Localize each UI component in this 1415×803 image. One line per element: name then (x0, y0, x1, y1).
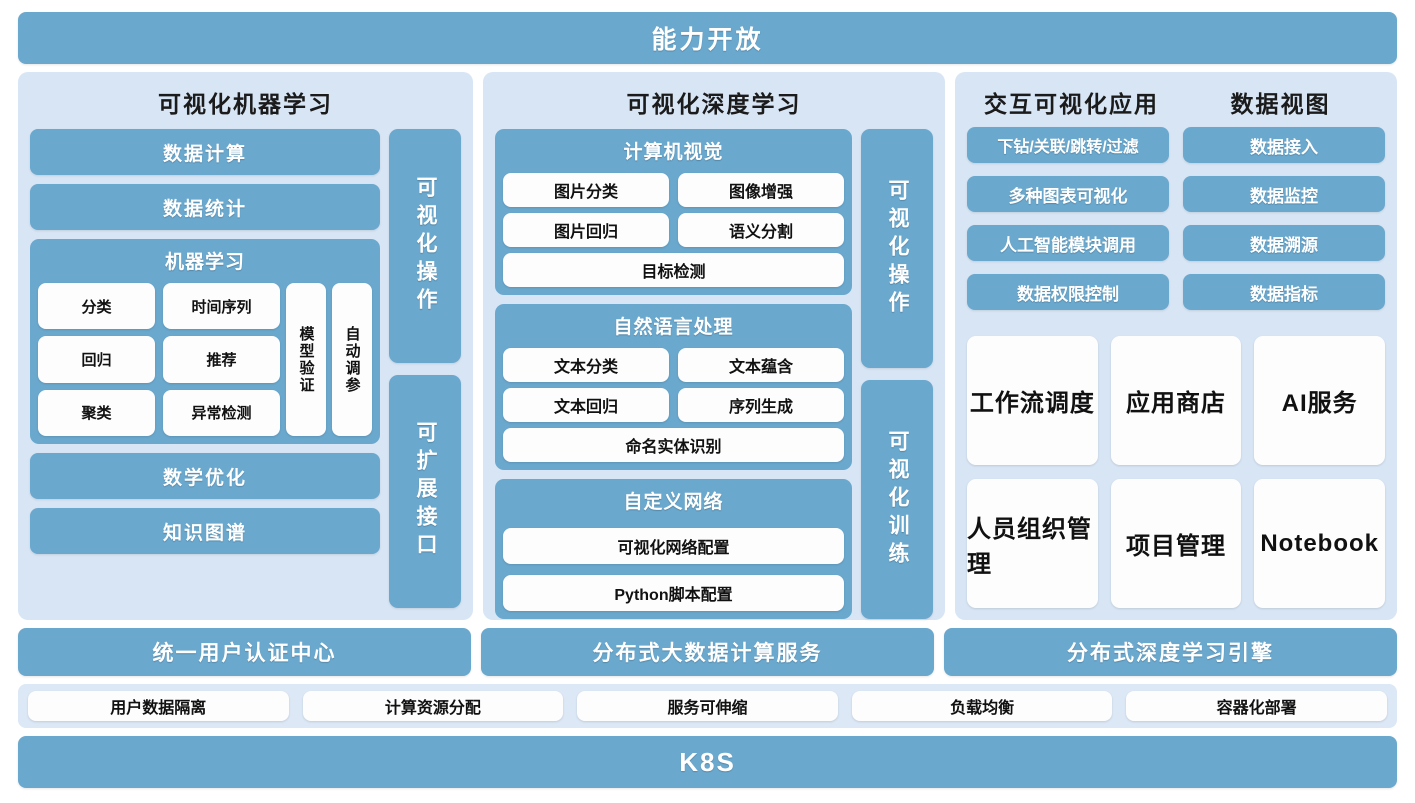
infra-feature-containerized-deployment: 容器化部署 (1126, 691, 1387, 721)
infra-distributed-dl-engine: 分布式深度学习引擎 (944, 628, 1397, 676)
dl-side-visual-training: 可视化训练 (861, 380, 933, 619)
dl-cv-semantic-segmentation: 语义分割 (678, 213, 844, 247)
dl-nlp-named-entity-recognition: 命名实体识别 (503, 428, 844, 462)
app-chip-data-ingestion: 数据接入 (1183, 127, 1385, 163)
dl-cv-title: 计算机视觉 (623, 142, 724, 163)
app-tile-project-management: 项目管理 (1110, 479, 1242, 608)
ml-bar-math-optimization: 数学优化 (30, 453, 380, 499)
middle-region: 可视化机器学习 数据计算 数据统计 机器学习 分类 时间序列 (18, 72, 1397, 620)
app-chip-ai-module-invocation: 人工智能模块调用 (967, 225, 1169, 261)
app-panel-title-interactive: 交互可视化应用 (984, 91, 1159, 117)
app-chip-multi-chart-visualization: 多种图表可视化 (967, 176, 1169, 212)
dl-cv-image-classification: 图片分类 (503, 173, 669, 207)
app-tile-org-management: 人员组织管理 (967, 479, 1098, 608)
app-chip-drilldown-link-jump-filter: 下钻/关联/跳转/过滤 (967, 127, 1169, 163)
dl-nlp-text-regression: 文本回归 (503, 388, 669, 422)
dl-cv-image-regression: 图片回归 (503, 213, 669, 247)
dl-cv-object-detection: 目标检测 (503, 253, 844, 287)
ml-side-extensible-interface: 可扩展接口 (389, 374, 461, 608)
dl-nlp-text-classification: 文本分类 (503, 348, 669, 382)
ml-panel-title: 可视化机器学习 (158, 91, 333, 117)
infra-feature-compute-resource-allocation: 计算资源分配 (302, 691, 564, 721)
dl-custom-python-script-config: Python脚本配置 (503, 575, 844, 611)
ml-cell-time-series: 时间序列 (163, 283, 280, 330)
ml-cell-model-validation: 模型验证 (286, 283, 326, 436)
dl-panel-title: 可视化深度学习 (626, 91, 802, 117)
dl-nlp-title: 自然语言处理 (613, 317, 734, 338)
app-tile-ai-service: AI服务 (1254, 336, 1386, 465)
app-tile-workflow-scheduling: 工作流调度 (967, 336, 1098, 465)
infra-feature-service-scalability: 服务可伸缩 (577, 691, 838, 721)
dl-cv-image-enhancement: 图像增强 (678, 173, 844, 207)
dl-nlp-text-entailment: 文本蕴含 (678, 348, 844, 382)
infra-distributed-bigdata-compute: 分布式大数据计算服务 (481, 628, 934, 676)
infra-features-row: 用户数据隔离 计算资源分配 服务可伸缩 负载均衡 容器化部署 (18, 684, 1397, 728)
infra-feature-user-data-isolation: 用户数据隔离 (28, 691, 289, 721)
infra-services-row: 统一用户认证中心 分布式大数据计算服务 分布式深度学习引擎 (18, 628, 1397, 676)
ml-bar-knowledge-graph: 知识图谱 (30, 508, 380, 554)
dl-group-computer-vision: 计算机视觉 图片分类 图像增强 图片回归 语义分割 目标检测 (495, 129, 852, 295)
dl-group-custom-network: 自定义网络 可视化网络配置 Python脚本配置 (495, 479, 852, 619)
panel-visual-machine-learning: 可视化机器学习 数据计算 数据统计 机器学习 分类 时间序列 (18, 72, 473, 620)
ml-side-visual-operation: 可视化操作 (389, 129, 461, 363)
app-tile-notebook: Notebook (1254, 479, 1386, 608)
ml-bar-data-compute: 数据计算 (30, 129, 380, 175)
ml-cell-auto-tuning: 自动调参 (332, 283, 372, 436)
app-tile-app-store: 应用商店 (1110, 336, 1242, 465)
dl-side-visual-operation: 可视化操作 (861, 129, 933, 368)
dl-custom-visual-network-config: 可视化网络配置 (503, 528, 844, 564)
ml-cell-regression: 回归 (38, 336, 155, 383)
ml-cell-anomaly-detection: 异常检测 (163, 389, 280, 436)
bottom-banner-k8s: K8S (18, 736, 1397, 788)
ml-core-title: 机器学习 (164, 252, 245, 273)
app-chip-data-metrics: 数据指标 (1183, 274, 1385, 310)
ml-bar-data-statistics: 数据统计 (30, 184, 380, 230)
ml-core-group: 机器学习 分类 时间序列 回归 推荐 (30, 239, 380, 444)
dl-group-nlp: 自然语言处理 文本分类 文本蕴含 文本回归 序列生成 命名实体识别 (495, 304, 852, 470)
infra-unified-auth-center: 统一用户认证中心 (18, 628, 471, 676)
app-chip-data-lineage: 数据溯源 (1183, 225, 1385, 261)
app-chip-data-permission-control: 数据权限控制 (967, 274, 1169, 310)
top-banner-capability-open: 能力开放 (18, 12, 1397, 64)
ml-cell-recommendation: 推荐 (163, 336, 280, 383)
dl-custom-title: 自定义网络 (623, 492, 724, 513)
app-chip-data-monitoring: 数据监控 (1183, 176, 1385, 212)
panel-visual-deep-learning: 可视化深度学习 计算机视觉 图片分类 图像增强 图片回归 语义分割 目标检测 (483, 72, 945, 620)
dl-nlp-sequence-generation: 序列生成 (678, 388, 844, 422)
ml-cell-classification: 分类 (38, 283, 155, 330)
app-panel-title-data-view: 数据视图 (1230, 91, 1331, 117)
panel-interactive-apps: 交互可视化应用 数据视图 下钻/关联/跳转/过滤 多种图表可视化 人工智能模块调… (955, 72, 1397, 620)
infra-feature-load-balancing: 负载均衡 (851, 691, 1113, 721)
ml-cell-clustering: 聚类 (38, 389, 155, 436)
